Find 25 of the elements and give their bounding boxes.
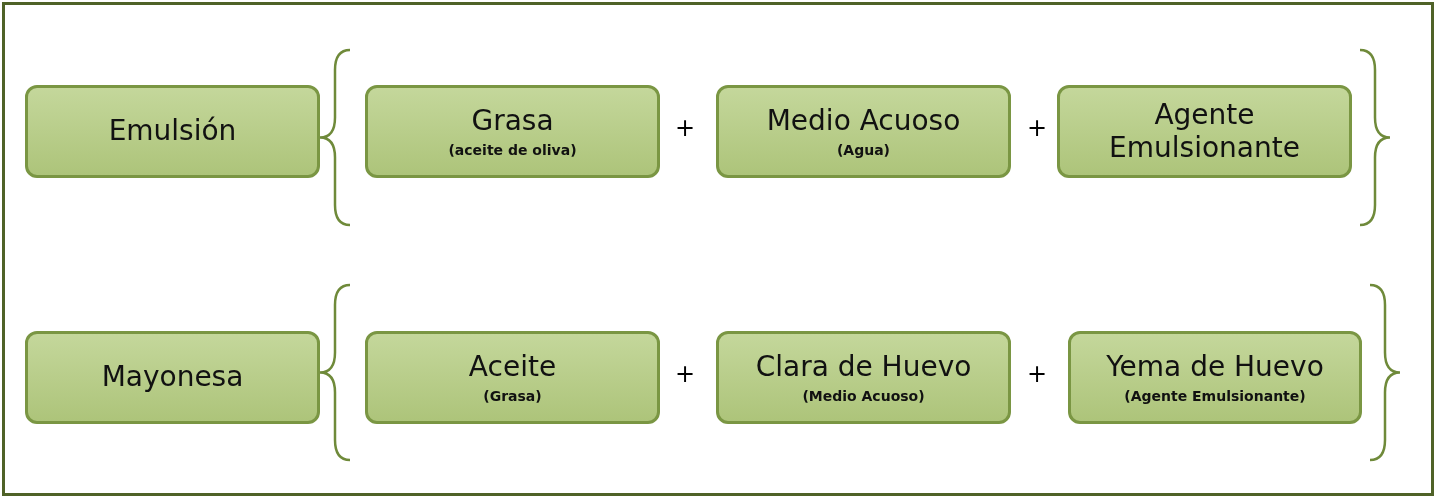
process-box: [365, 85, 660, 178]
process-box: [716, 85, 1011, 178]
box-title: Mayonesa: [101, 361, 244, 394]
box-title: Grasa: [471, 105, 554, 138]
box-title: Agente Emulsionante: [1108, 99, 1301, 164]
plus-sign: +: [1025, 114, 1049, 142]
plus-sign: +: [673, 360, 697, 388]
box-subtitle: (Medio Acuoso): [802, 387, 925, 404]
process-box: [25, 85, 320, 178]
plus-sign: +: [1025, 360, 1049, 388]
box-title: Clara de Huevo: [755, 351, 972, 384]
box-subtitle: (aceite de oliva): [448, 141, 577, 158]
box-title: Yema de Huevo: [1106, 351, 1324, 384]
process-box: [1057, 85, 1352, 178]
process-box: [365, 331, 660, 424]
box-subtitle: (Grasa): [483, 387, 542, 404]
box-title: Medio Acuoso: [766, 105, 961, 138]
box-title: Emulsión: [108, 115, 237, 148]
process-box: [716, 331, 1011, 424]
box-subtitle: (Agua): [836, 141, 891, 158]
process-box: [25, 331, 320, 424]
process-box: [1068, 331, 1362, 424]
box-title: Aceite: [468, 351, 557, 384]
box-subtitle: (Agente Emulsionante): [1124, 387, 1306, 404]
plus-sign: +: [673, 114, 697, 142]
